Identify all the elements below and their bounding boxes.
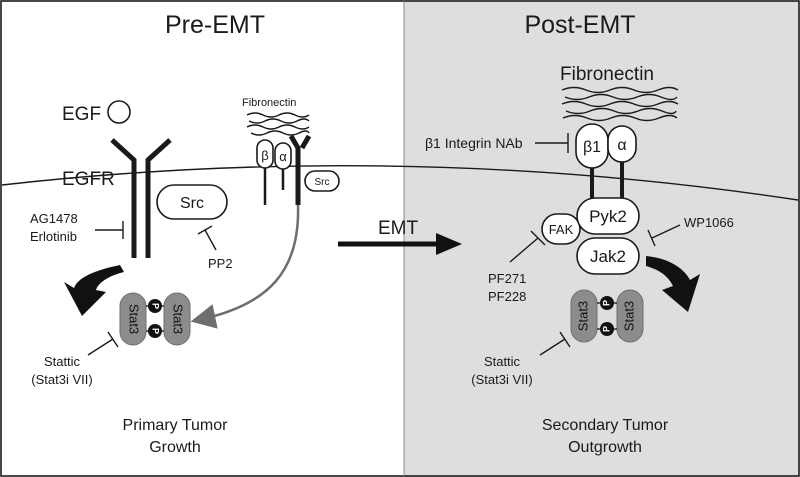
alpha-small-label: α [279,149,287,164]
stat3-left-post [570,289,598,343]
stattic-label-pre: Stattic [44,354,81,369]
jak2-oval [576,237,640,275]
integrin-nab-label: β1 Integrin NAb [425,135,523,151]
pf271-label: PF271 [488,271,526,286]
egfr-label: EGFR [62,169,115,190]
pyk2-oval [576,197,640,235]
stattic-inhibition-post [539,331,571,356]
phospho-bottom-label-post: P [601,326,611,332]
pre-emt-title: Pre-EMT [165,11,265,39]
phospho-top-label-post: P [601,300,611,306]
egfr-receptor [110,138,172,258]
fak-label: FAK [549,222,574,237]
src-oval [156,184,228,220]
stat3-dimer-pre: Stat3 Stat3 P P [119,292,191,346]
fibronectin-to-stat3-arrow [190,204,300,329]
pp2-label: PP2 [208,256,233,271]
phospho-top-pre [148,299,162,313]
stat3-left-label-post: Stat3 [575,301,590,331]
integrin-nab-inhibition-bar [535,133,569,153]
stat3-left-label-pre: Stat3 [127,304,142,334]
phospho-top-post [600,296,614,310]
emt-label: EMT [378,218,419,239]
egfr-inhibition-bar [95,221,124,239]
fak-oval [541,213,581,245]
post-emt-title: Post-EMT [524,11,635,39]
beta-small-label: β [261,148,268,163]
fibronectin-fibers-pre [246,112,310,136]
integrin-alpha-small [274,142,292,170]
stat3-right-pre [163,292,191,346]
wp1066-label: WP1066 [684,215,734,230]
primary-tumor-caption-1: Primary Tumor [123,417,229,434]
stattic-inhibition-pre [87,331,119,356]
pyk2-label: Pyk2 [589,207,627,226]
jak2-to-stat3-arrow [646,256,700,312]
wp1066-inhibition-bar [647,224,681,247]
ag1478-label: AG1478 [30,211,78,226]
pp2-inhibition-bar [197,225,217,251]
phospho-bottom-post [600,322,614,336]
phospho-bottom-label-pre: P [151,328,161,334]
src-small-oval [304,170,340,192]
alpha-label: α [617,137,626,154]
small-receptor [288,134,312,205]
egf-ligand [107,100,131,124]
stattic-sub-label-pre: (Stat3i VII) [31,372,92,387]
fibronectin-fibers-post [561,86,679,122]
pf-inhibition-bar [509,230,546,263]
secondary-tumor-caption-1: Secondary Tumor [542,417,669,434]
integrin-beta-small [256,139,274,169]
cell-membrane [1,165,799,201]
beta1-label: β1 [583,139,601,156]
stattic-label-post: Stattic [484,354,521,369]
src-label: Src [180,195,204,212]
primary-tumor-caption-2: Growth [149,439,201,456]
pre-emt-panel [1,1,404,476]
stat3-right-post [616,289,644,343]
stat3-right-label-pre: Stat3 [171,304,186,334]
pf228-label: PF228 [488,289,526,304]
egfr-to-stat3-arrow [64,265,124,316]
stat3-left-pre [119,292,147,346]
stat3-dimer-post: Stat3 Stat3 P P [570,289,644,343]
stat3-right-label-post: Stat3 [621,301,636,331]
jak2-label: Jak2 [590,247,626,266]
phospho-top-label-pre: P [151,303,161,309]
stattic-sub-label-post: (Stat3i VII) [471,372,532,387]
alpha-oval [607,125,637,163]
erlotinib-label: Erlotinib [30,229,77,244]
phospho-bottom-pre [148,324,162,338]
emt-arrow [338,233,462,255]
fibronectin-label-post: Fibronectin [560,64,654,85]
fibronectin-label-pre: Fibronectin [242,97,296,109]
secondary-tumor-caption-2: Outgrowth [568,439,642,456]
src-small-label: Src [315,177,330,188]
egf-label: EGF [62,104,101,125]
